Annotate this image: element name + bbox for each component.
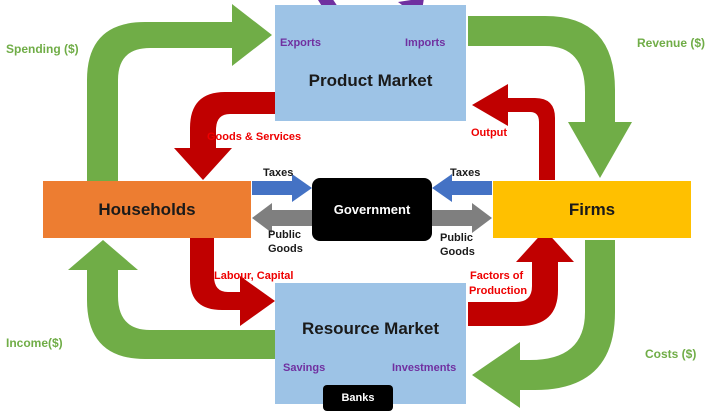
goods-services-label: Goods & Services	[207, 131, 302, 143]
factors-production-flow-arrow	[468, 230, 574, 326]
taxes-left-arrow	[252, 174, 312, 202]
factors-production-label-line2: Production	[469, 285, 528, 297]
product-market-box: Product Market	[275, 5, 466, 121]
costs-label: Costs ($)	[645, 347, 697, 361]
taxes-right-label: Taxes	[450, 167, 481, 179]
resource-market-label: Resource Market	[301, 319, 439, 338]
output-flow-arrow	[472, 84, 555, 180]
government-box: Government	[312, 178, 432, 241]
public-goods-left-arrow	[252, 203, 312, 233]
product-market-label: Product Market	[308, 71, 433, 90]
exports-label: Exports	[280, 37, 321, 49]
revenue-flow-arrow	[468, 16, 632, 178]
banks-label: Banks	[341, 392, 375, 404]
public-goods-left-label-line2: Goods	[268, 243, 303, 255]
banks-box: Banks	[323, 385, 393, 411]
income-label: Income($)	[6, 336, 63, 350]
firms-label: Firms	[568, 199, 616, 219]
goods-services-flow-arrow	[174, 92, 275, 180]
public-goods-right-arrow	[432, 203, 492, 233]
imports-label: Imports	[405, 37, 446, 49]
factors-production-label-line1: Factors of	[470, 270, 524, 282]
public-goods-right-label-line1: Public	[440, 232, 474, 244]
spending-label: Spending ($)	[6, 42, 79, 56]
households-label: Households	[98, 199, 196, 219]
taxes-right-arrow	[432, 174, 492, 202]
resource-market-box: Resource Market	[275, 283, 466, 404]
costs-flow-arrow	[472, 240, 615, 408]
government-label: Government	[333, 202, 411, 217]
output-label: Output	[471, 127, 508, 139]
investments-label: Investments	[392, 362, 457, 374]
taxes-left-label: Taxes	[263, 167, 294, 179]
households-box: Households	[43, 181, 251, 238]
public-goods-right-label-line2: Goods	[440, 246, 475, 258]
public-goods-left-label-line1: Public	[268, 229, 302, 241]
savings-label: Savings	[283, 362, 326, 374]
firms-box: Firms	[493, 181, 691, 238]
labour-capital-flow-arrow	[190, 238, 275, 326]
spending-flow-arrow	[87, 4, 272, 182]
labour-capital-label: Labour, Capital	[214, 270, 294, 282]
revenue-label: Revenue ($)	[637, 36, 706, 50]
income-flow-arrow	[68, 240, 275, 359]
